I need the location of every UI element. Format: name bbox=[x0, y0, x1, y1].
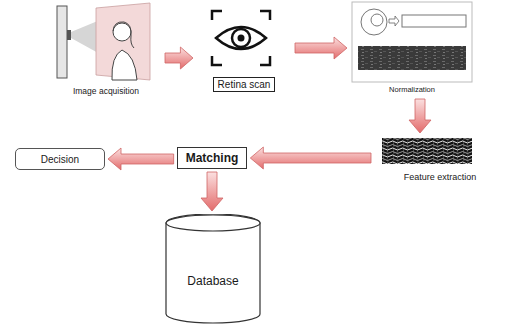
image-frame bbox=[352, 2, 472, 82]
process-box: Matching bbox=[177, 147, 248, 169]
feature-texture bbox=[382, 138, 472, 164]
pupil-ring bbox=[371, 14, 383, 26]
illustration-node: Image acquisition bbox=[50, 2, 162, 98]
scanner-lens bbox=[67, 30, 71, 40]
block-arrow bbox=[295, 37, 347, 59]
block-arrow bbox=[409, 99, 431, 133]
person-body bbox=[112, 50, 137, 80]
block-arrow bbox=[201, 172, 223, 211]
database-cylinder: Database bbox=[165, 214, 261, 324]
node-label: Database bbox=[187, 274, 238, 288]
person-head bbox=[113, 23, 131, 41]
normalized-band bbox=[358, 46, 466, 70]
person-hair bbox=[113, 22, 134, 48]
caption: Normalization bbox=[389, 85, 435, 94]
node-label: Matching bbox=[186, 151, 239, 165]
illustration-node: Normalization bbox=[350, 0, 474, 96]
scan-brackets bbox=[212, 11, 270, 65]
iris-ring bbox=[361, 9, 387, 35]
caption: Feature extraction bbox=[404, 172, 477, 182]
process-box: Decision bbox=[15, 148, 105, 170]
pupil bbox=[238, 35, 245, 42]
cylinder-outline bbox=[165, 214, 261, 324]
boxed-label: Retina scan bbox=[213, 77, 276, 92]
block-arrow bbox=[250, 147, 371, 169]
cylinder-body bbox=[166, 214, 260, 323]
retina-icon bbox=[212, 11, 270, 65]
scan-node: Retina scan bbox=[196, 4, 292, 94]
illustration-node: Feature extraction bbox=[374, 136, 506, 184]
backdrop-panel bbox=[96, 3, 150, 80]
normalization-illustration bbox=[352, 2, 472, 82]
node-label: Decision bbox=[41, 154, 79, 165]
eye-outline bbox=[216, 27, 266, 49]
block-arrow bbox=[108, 148, 174, 170]
cylinder-top bbox=[166, 215, 260, 231]
block-arrow bbox=[165, 47, 193, 69]
scanner-device bbox=[57, 6, 67, 78]
unwrapped-strip bbox=[402, 15, 466, 27]
caption: Image acquisition bbox=[73, 86, 139, 96]
iris bbox=[232, 29, 250, 47]
unwrap-arrow bbox=[389, 16, 399, 26]
acquisition-illustration bbox=[57, 3, 150, 80]
